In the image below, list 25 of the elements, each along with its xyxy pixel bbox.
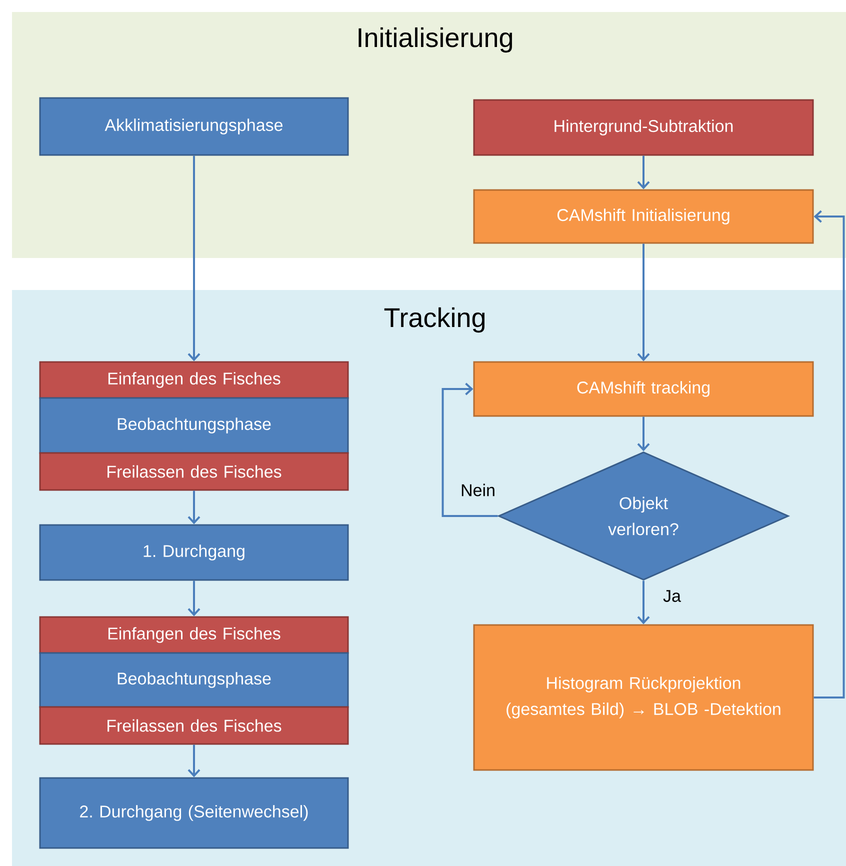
arrow: [637, 156, 650, 190]
process-box: Beobachtungsphase: [39, 397, 349, 454]
process-box: Hintergrund-Subtraktion: [473, 99, 814, 156]
process-box: Freilassen des Fisches: [39, 706, 349, 745]
process-box: Beobachtungsphase: [39, 652, 349, 708]
process-box: CAMshift tracking: [473, 361, 814, 417]
arrow: [188, 580, 200, 616]
edge-label: Nein: [460, 482, 496, 498]
arrow: [637, 416, 650, 452]
process-box: Einfangen des Fisches: [39, 361, 349, 399]
arrow: [814, 210, 845, 698]
process-box: Akklimatisierungsphase: [39, 97, 349, 156]
edge-label: Ja: [662, 589, 682, 603]
process-box: 2. Durchgang (Seitenwechsel): [39, 777, 349, 849]
arrow: [637, 580, 650, 624]
arrow: [188, 490, 200, 524]
arrow: [188, 156, 200, 362]
arrow: [442, 382, 498, 517]
process-box: Histogram Rückprojektion (gesamtes Bild) → BLOB -Detektion: [473, 624, 814, 771]
process-box: CAMshift Initialisierung: [473, 189, 814, 244]
process-box: 1. Durchgang: [39, 524, 349, 581]
process-box: Einfangen des Fisches: [39, 616, 349, 654]
arrow: [637, 244, 650, 362]
process-box: Freilassen des Fisches: [39, 452, 349, 491]
arrow: [188, 744, 200, 778]
